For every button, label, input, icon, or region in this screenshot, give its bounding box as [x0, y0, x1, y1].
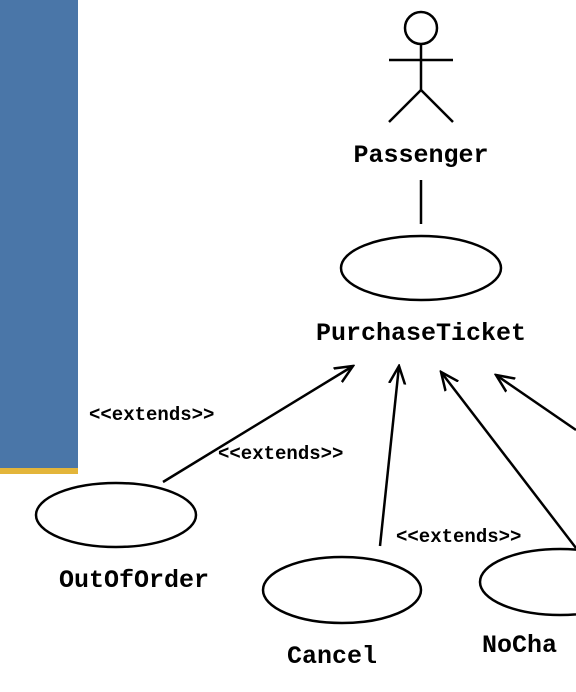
use-case-out-of-order: [34, 481, 198, 549]
use-case-purchase-ticket: [339, 234, 503, 302]
use-case-no-change: [478, 547, 576, 617]
use-case-cancel: [261, 555, 423, 625]
extends-arrow-no-change: [441, 372, 576, 549]
actor-right-leg: [420, 89, 454, 123]
actor-head: [403, 10, 439, 46]
use-case-label-no-change: NoCha: [482, 631, 557, 660]
extends-arrow-cancel: [378, 366, 399, 547]
extends-label-cancel: <<extends>>: [218, 443, 343, 465]
passenger-actor-figure: [388, 10, 454, 123]
extends-label-out-of-order: <<extends>>: [89, 404, 214, 426]
slide-sidebar-accent-line: [0, 468, 78, 474]
actor-label: Passenger: [353, 141, 488, 170]
slide-sidebar-band: [0, 0, 78, 468]
use-case-label-out-of-order: OutOfOrder: [59, 566, 209, 595]
extends-arrow-offscreen: [496, 375, 576, 432]
actor-left-leg: [388, 89, 422, 123]
use-case-label-cancel: Cancel: [287, 642, 377, 671]
extends-arrow-out-of-order: [162, 366, 353, 484]
use-case-label-purchase-ticket: PurchaseTicket: [316, 319, 526, 348]
extends-label-no-change: <<extends>>: [396, 526, 521, 548]
